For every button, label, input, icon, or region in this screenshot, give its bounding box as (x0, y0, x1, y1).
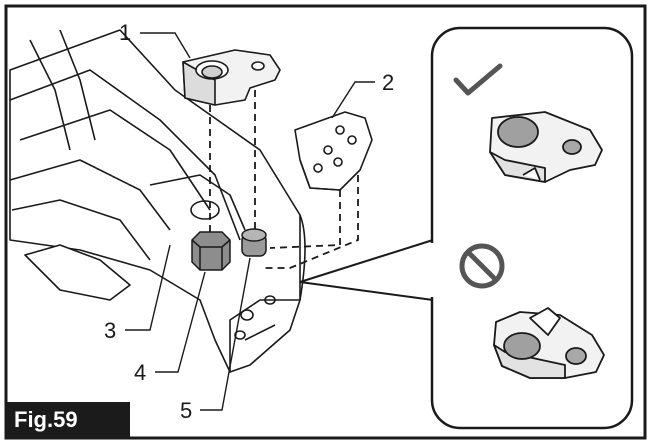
figure-frame (4, 4, 647, 440)
correct-orientation-part (489, 111, 603, 183)
part-5-pin (241, 228, 267, 257)
leader-lines (125, 32, 375, 411)
part-4-nut (191, 231, 231, 271)
callout-4: 4 (134, 360, 146, 385)
assembly-guides (209, 90, 359, 269)
figure-label: Fig.59 (6, 402, 130, 438)
callout-3: 3 (104, 318, 116, 343)
machine-base (9, 29, 306, 373)
prohibited-icon (459, 243, 505, 289)
part-2-plate (294, 111, 373, 191)
inset-pointer (299, 239, 434, 301)
checkmark-icon (453, 63, 503, 96)
callout-5: 5 (180, 398, 192, 423)
part-1-retainer (182, 49, 281, 106)
detail-inset (430, 26, 634, 430)
callout-2: 2 (382, 70, 394, 95)
callout-1: 1 (119, 20, 131, 45)
incorrect-orientation-part (493, 307, 605, 379)
